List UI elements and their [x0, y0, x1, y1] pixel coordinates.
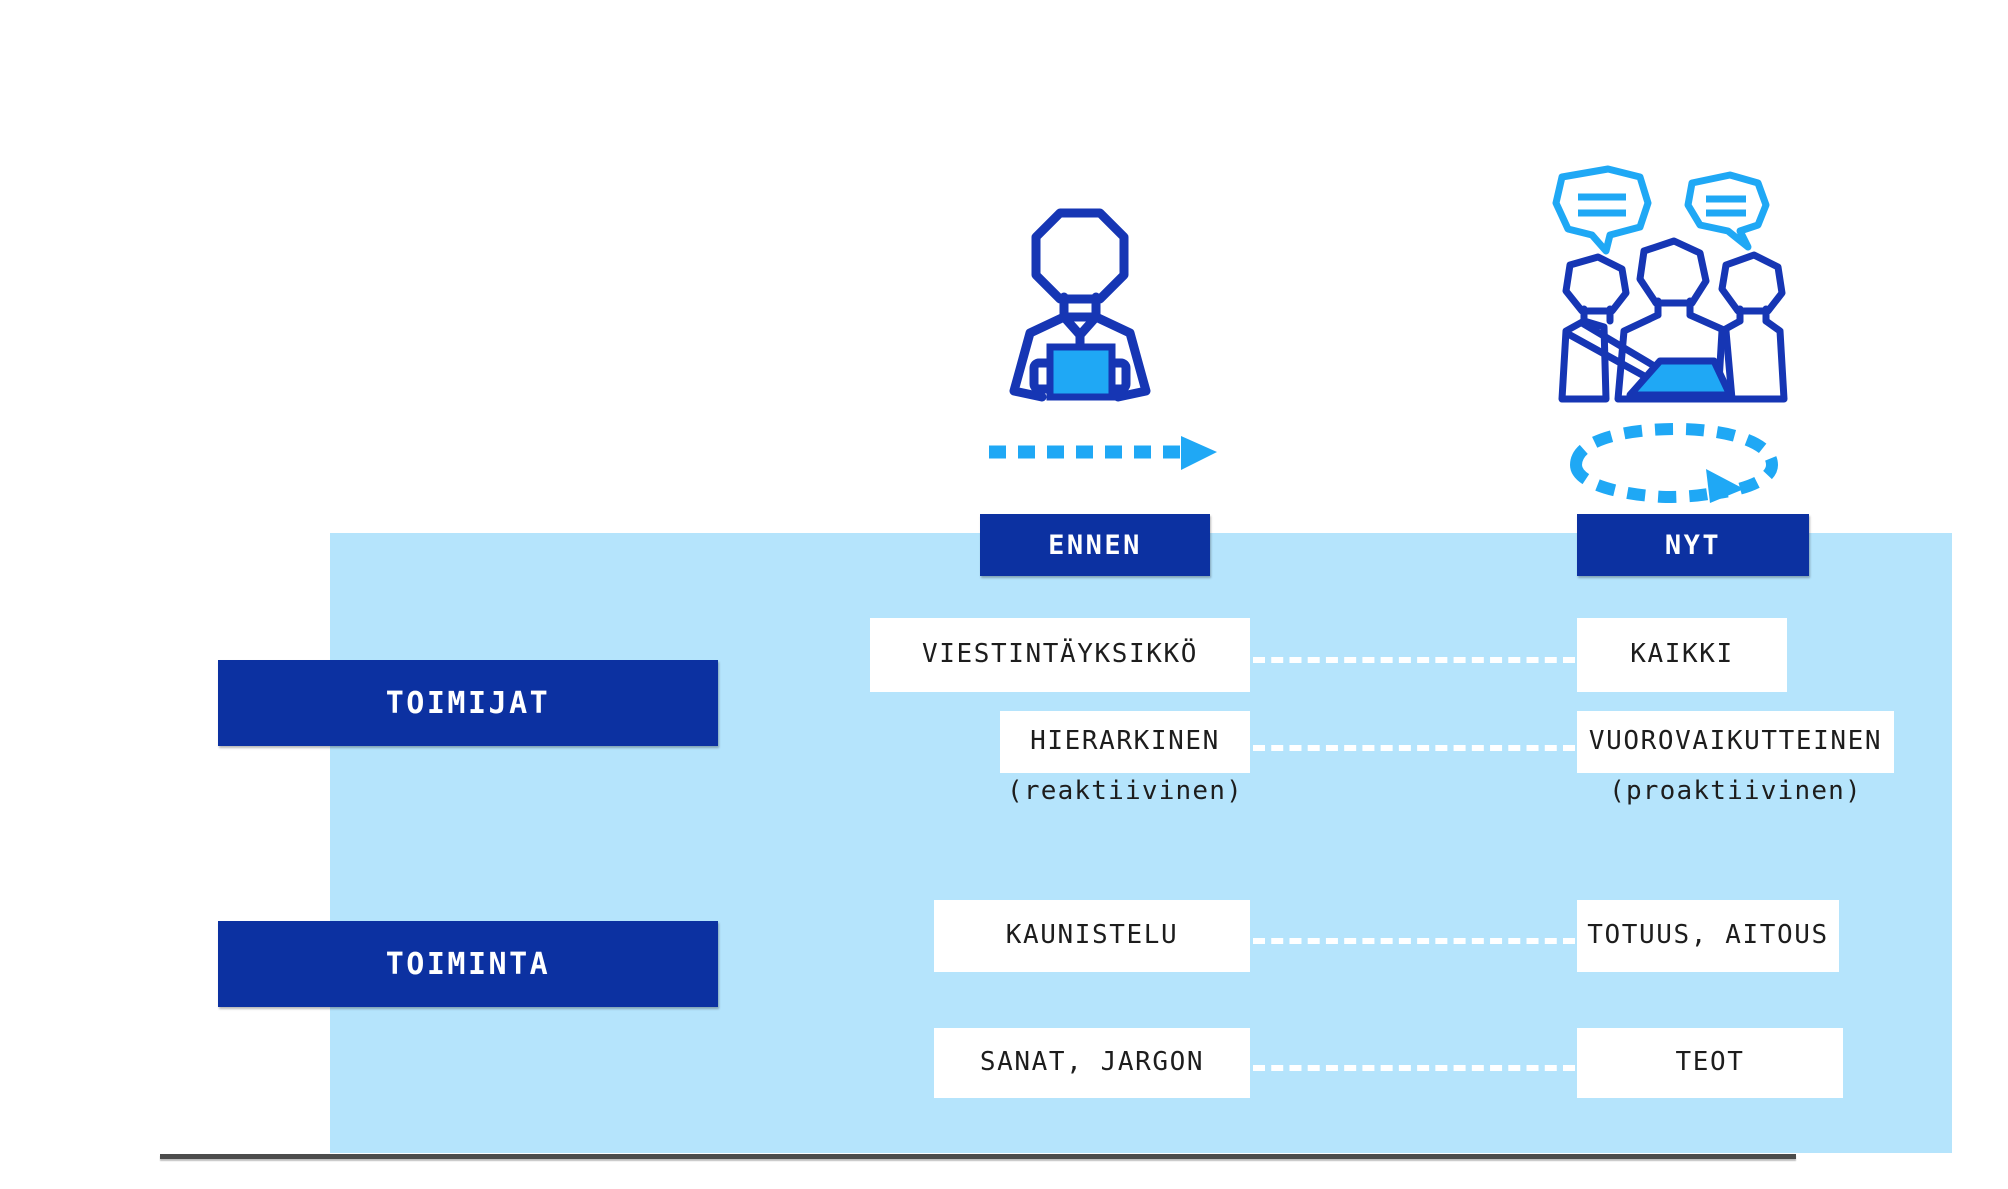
row-label-toimijat[interactable]: TOIMIJAT	[218, 660, 718, 746]
connector-row2-pair1	[1253, 938, 1575, 944]
connector-row2-pair2	[1253, 1065, 1575, 1071]
era-header-now-label: NYT	[1664, 529, 1722, 561]
team-meeting-icon	[1548, 165, 1828, 405]
value-box-before-toimijat-2[interactable]: HIERARKINEN	[1000, 711, 1250, 773]
value-box-before-toimijat-1[interactable]: VIESTINTÄYKSIKKÖ	[870, 618, 1250, 692]
connector-row1-pair1	[1253, 657, 1575, 663]
value-box-before-toiminta-2[interactable]: SANAT, JARGON	[934, 1028, 1250, 1098]
value-box-before-toimijat-1-label: VIESTINTÄYKSIKKÖ	[921, 639, 1199, 669]
value-box-before-toimijat-2-sublabel: (reaktiivinen)	[1007, 776, 1243, 806]
value-box-now-toimijat-2-sublabel: (proaktiivinen)	[1609, 776, 1862, 806]
value-box-now-toiminta-1[interactable]: TOTUUS, AITOUS	[1577, 900, 1839, 972]
value-box-now-toimijat-1-label: KAIKKI	[1630, 639, 1734, 669]
value-box-now-toimijat-2[interactable]: VUOROVAIKUTTEINEN	[1577, 711, 1894, 773]
value-box-now-toiminta-2-label: TEOT	[1675, 1047, 1745, 1077]
value-box-now-toimijat-2-label: VUOROVAIKUTTEINEN	[1588, 726, 1883, 756]
row-label-toiminta[interactable]: TOIMINTA	[218, 921, 718, 1007]
row-label-toiminta-text: TOIMINTA	[385, 946, 551, 982]
value-box-before-toiminta-1[interactable]: KAUNISTELU	[934, 900, 1250, 972]
dashed-loop-arrow-icon	[1558, 422, 1798, 505]
value-box-now-toiminta-1-label: TOTUUS, AITOUS	[1587, 920, 1829, 950]
era-header-now[interactable]: NYT	[1577, 514, 1809, 576]
row-label-toimijat-text: TOIMIJAT	[385, 685, 551, 721]
value-box-now-toimijat-1[interactable]: KAIKKI	[1577, 618, 1787, 692]
value-box-now-toiminta-2[interactable]: TEOT	[1577, 1028, 1843, 1098]
bottom-divider	[160, 1154, 1796, 1159]
connector-row1-pair2	[1253, 745, 1575, 751]
dashed-right-arrow-icon	[985, 430, 1225, 480]
era-header-before-label: ENNEN	[1048, 529, 1142, 561]
value-box-before-toiminta-1-label: KAUNISTELU	[1005, 920, 1179, 950]
businessperson-icon	[1000, 205, 1170, 402]
value-box-before-toimijat-2-label: HIERARKINEN	[1030, 726, 1220, 756]
era-header-before[interactable]: ENNEN	[980, 514, 1210, 576]
value-box-before-toiminta-2-label: SANAT, JARGON	[979, 1047, 1205, 1077]
